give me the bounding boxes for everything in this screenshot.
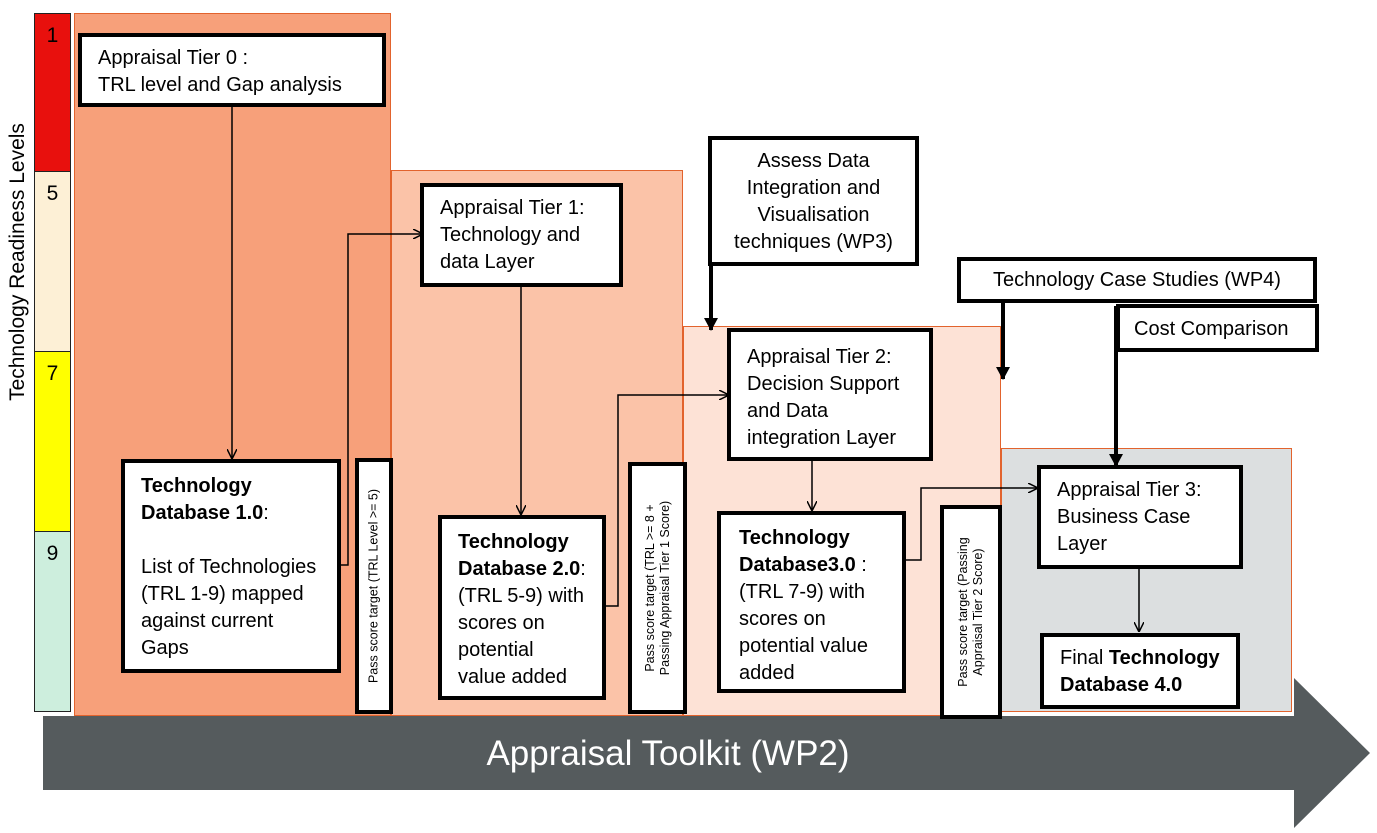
technology-database-3-box: Technology Database3.0 : (TRL 7-9) with … bbox=[717, 511, 906, 693]
box-title-line: Technology bbox=[458, 531, 569, 553]
box-line: Integration and bbox=[746, 177, 881, 199]
final-technology-database-4-box: Final Technology Database 4.0 bbox=[1040, 633, 1240, 709]
pass-target-3-label: Pass score target (Passing Appraisal Tie… bbox=[956, 537, 986, 686]
box-line: data Layer bbox=[440, 251, 535, 273]
box-line: TRL level and Gap analysis bbox=[98, 74, 342, 96]
box-title-suffix: : bbox=[263, 502, 269, 524]
box-line: potential value bbox=[739, 635, 868, 657]
box-line: List of Technologies bbox=[141, 556, 317, 578]
box-title-line: Database 2.0 bbox=[458, 558, 581, 580]
trl-level-label: 7 bbox=[46, 362, 59, 385]
trl-level-5: 5 bbox=[34, 171, 71, 352]
box-title-line: Technology bbox=[739, 527, 850, 549]
box-line: (TRL 1-9) mapped bbox=[141, 583, 304, 605]
pass-target-line: Appraisal Tier 2 Score) bbox=[971, 548, 985, 676]
box-line: techniques (WP3) bbox=[734, 231, 893, 253]
box-line: added bbox=[739, 662, 795, 684]
box-line: scores on bbox=[739, 608, 826, 630]
box-line: Technology and bbox=[440, 224, 581, 246]
trl-level-label: 9 bbox=[46, 542, 59, 565]
box-line: Decision Support bbox=[747, 373, 900, 395]
box-title-line: Database3.0 bbox=[739, 554, 856, 576]
trl-level-7: 7 bbox=[34, 351, 71, 532]
tier3-box: Appraisal Tier 3: Business Case Layer bbox=[1037, 465, 1243, 569]
box-line: Business Case bbox=[1057, 506, 1191, 528]
trl-level-9: 9 bbox=[34, 531, 71, 712]
toolkit-arrow-label: Appraisal Toolkit (WP2) bbox=[486, 734, 850, 773]
tier0-box: Appraisal Tier 0 : TRL level and Gap ana… bbox=[78, 33, 386, 107]
box-line: Layer bbox=[1057, 533, 1108, 555]
box-line: Visualisation bbox=[757, 204, 870, 226]
box-line: scores on bbox=[458, 612, 545, 634]
box-line: against current bbox=[141, 610, 274, 632]
arrow-db1-to-tier1 bbox=[340, 234, 422, 566]
arrow-db2-to-tier2 bbox=[604, 395, 728, 607]
box-line: potential bbox=[458, 639, 534, 661]
pass-target-2-box: Pass score target (TRL >= 8 + Passing Ap… bbox=[628, 462, 687, 714]
wp4-box: Technology Case Studies (WP4) bbox=[957, 257, 1317, 303]
pass-target-1-label: Pass score target (TRL Level >= 5) bbox=[367, 489, 382, 683]
box-title-line: Technology bbox=[141, 475, 252, 497]
box-title-suffix: : bbox=[855, 554, 867, 576]
box-line: value added bbox=[458, 666, 567, 688]
wp3-box: Assess Data Integration and Visualisatio… bbox=[708, 136, 919, 266]
box-line: Appraisal Tier 0 : bbox=[98, 47, 249, 69]
tier2-box: Appraisal Tier 2: Decision Support and D… bbox=[727, 328, 933, 461]
box-title-suffix: : bbox=[580, 558, 586, 580]
technology-database-1-box: Technology Database 1.0: List of Technol… bbox=[121, 459, 341, 673]
box-title-line: Database 4.0 bbox=[1060, 674, 1183, 696]
box-line-prefix: Final bbox=[1060, 647, 1109, 669]
box-line: and Data bbox=[747, 400, 829, 422]
cost-comparison-box: Cost Comparison bbox=[1116, 304, 1319, 352]
pass-target-1-box: Pass score target (TRL Level >= 5) bbox=[355, 458, 393, 714]
tier1-box: Appraisal Tier 1: Technology and data La… bbox=[420, 183, 623, 287]
arrow-db3-to-tier3 bbox=[904, 488, 1037, 561]
box-line: Gaps bbox=[141, 637, 189, 659]
trl-level-label: 5 bbox=[46, 182, 59, 205]
trl-level-label: 1 bbox=[46, 24, 59, 47]
box-line: Assess Data bbox=[757, 150, 870, 172]
box-line: Cost Comparison bbox=[1134, 318, 1289, 340]
box-line: (TRL 5-9) with bbox=[458, 585, 584, 607]
pass-target-3-box: Pass score target (Passing Appraisal Tie… bbox=[940, 505, 1002, 719]
box-title-line: Database 1.0 bbox=[141, 502, 264, 524]
pass-target-line: Pass score target (TRL >= 8 + bbox=[642, 504, 657, 672]
box-line: Technology Case Studies (WP4) bbox=[993, 269, 1281, 291]
box-line: integration Layer bbox=[747, 427, 896, 449]
pass-target-line: Pass score target (Passing bbox=[956, 537, 970, 687]
box-line: Appraisal Tier 2: bbox=[747, 346, 892, 368]
technology-database-2-box: Technology Database 2.0: (TRL 5-9) with … bbox=[438, 515, 606, 700]
box-line: Appraisal Tier 3: bbox=[1057, 479, 1202, 501]
box-line: (TRL 7-9) with bbox=[739, 581, 865, 603]
pass-target-2-label: Pass score target (TRL >= 8 + Passing Ap… bbox=[643, 501, 673, 675]
box-line: Appraisal Tier 1: bbox=[440, 197, 585, 219]
pass-target-line: Pass score target (TRL Level >= 5) bbox=[366, 488, 381, 684]
pass-target-line: Passing Appraisal Tier 1 Score) bbox=[657, 500, 672, 676]
box-title-line: Technology bbox=[1108, 647, 1220, 669]
